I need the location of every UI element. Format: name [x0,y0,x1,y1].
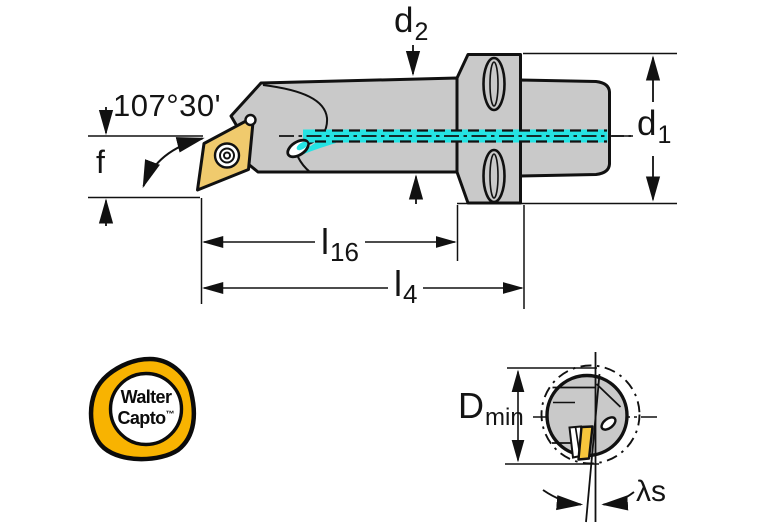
angle-arc [142,137,205,189]
d1-sub: 1 [657,121,672,149]
dmin-sub: min [485,404,524,431]
section-tilted-line [585,373,601,523]
logo-line2-word: Capto [117,408,167,428]
d1-main: d [637,104,657,143]
head-pin [244,113,257,127]
logo-line2: Capto™ [106,406,186,427]
dmin-main: D [458,385,484,426]
flange-slot-bottom [482,148,506,204]
tool-body [229,76,459,174]
cutting-angle-label: 107°30' [113,88,222,123]
flange-slot-top-inner [489,61,499,107]
d2-main: d [394,1,414,40]
d1-dimension-label: d1 [637,106,671,148]
l16-sub: 16 [330,237,359,267]
coolant-channel [279,129,631,159]
head-contour-lower [297,156,311,173]
lambda-s-label: λs [636,475,666,508]
dmin-dimension-label: Dmin [458,388,524,430]
insert-group [196,113,257,192]
l16-main: l [321,221,329,262]
flange-slot-top [482,56,506,112]
section-coolant-hole [600,416,617,431]
section-chord-2 [595,383,622,408]
lambda-arrow-right [601,491,635,511]
section-insert [577,425,594,461]
walter-capto-logo [88,356,197,462]
section-view [505,352,657,523]
logo-trademark: ™ [165,409,175,419]
flange-slot-bottom-inner [489,153,499,199]
l4-dimension-label: l4 [388,263,424,309]
d2-sub: 2 [414,18,429,46]
d2-dimension-label: d2 [394,3,428,45]
logo-text: Walter Capto™ [106,387,186,427]
logo-circle [108,371,184,447]
coolant-nozzle-jet [296,141,308,151]
lambda-arrow-left [542,489,584,511]
l4-main: l [394,263,402,304]
f-dimension-label: f [96,144,105,180]
logo-line1: Walter [120,387,172,407]
l16-dimension-label: l16 [315,224,365,265]
l4-sub: 4 [403,279,418,309]
capto-coupling [519,78,611,178]
tool-body-group [229,53,611,205]
insert-screw-center [223,151,231,160]
